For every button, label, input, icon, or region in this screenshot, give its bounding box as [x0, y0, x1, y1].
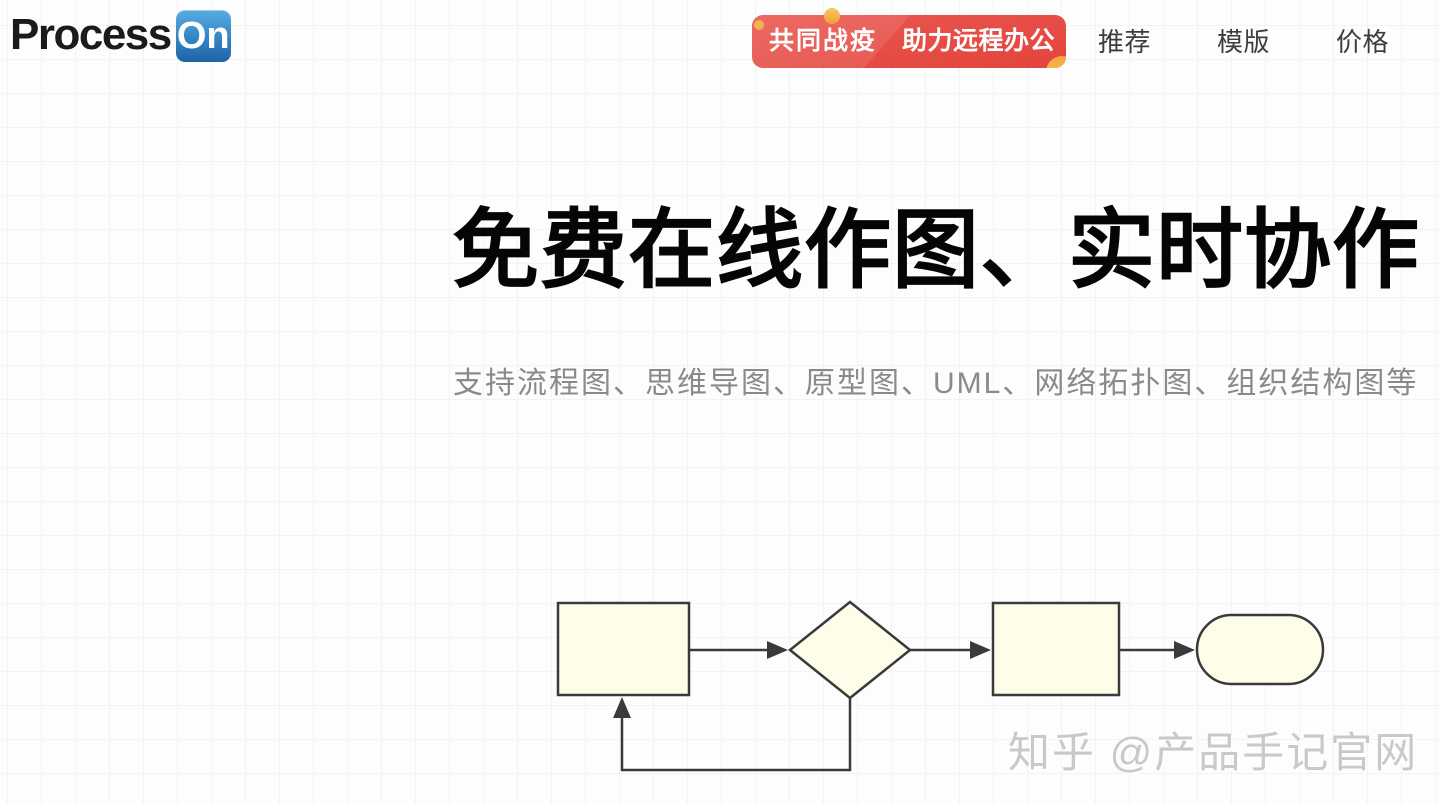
flowchart-loop-connector [620, 698, 852, 772]
main-nav: 推荐 模版 价格 [1098, 27, 1389, 57]
promo-right-label: 助力远程办公 [902, 27, 1056, 55]
nav-item-recommend[interactable]: 推荐 [1098, 27, 1152, 57]
promo-banner-background: 共同战疫 助力远程办公 [752, 15, 1066, 68]
promo-banner[interactable]: 共同战疫 助力远程办公 [752, 8, 1066, 68]
nav-item-pricing[interactable]: 价格 [1336, 27, 1390, 57]
flowchart-process-box-1 [556, 601, 691, 697]
flowchart-decision-diamond [787, 600, 913, 700]
logo-process-text: Process [10, 10, 172, 59]
promo-left-label: 共同战疫 [769, 27, 878, 55]
zhihu-watermark: 知乎 @产品手记官网 [1008, 729, 1419, 776]
confetti-dot-icon [754, 20, 764, 30]
nav-item-templates[interactable]: 模版 [1217, 27, 1271, 57]
arrowhead-icon [1174, 641, 1195, 659]
flowchart-process-box-2 [991, 601, 1121, 697]
confetti-circle-icon [1046, 56, 1066, 68]
page-subtitle: 支持流程图、思维导图、原型图、UML、网络拓扑图、组织结构图等 [453, 367, 1419, 400]
logo-on-badge: On [175, 10, 231, 62]
processon-logo[interactable]: Process On [10, 8, 231, 62]
confetti-dot-top-icon [824, 8, 840, 24]
page-title: 免费在线作图、实时协作 [452, 202, 1420, 299]
arrowhead-icon [767, 641, 788, 659]
arrowhead-up-icon [613, 697, 631, 718]
flowchart-illustration [556, 600, 1325, 772]
arrowhead-icon [970, 641, 991, 659]
flowchart-terminator [1195, 613, 1325, 686]
